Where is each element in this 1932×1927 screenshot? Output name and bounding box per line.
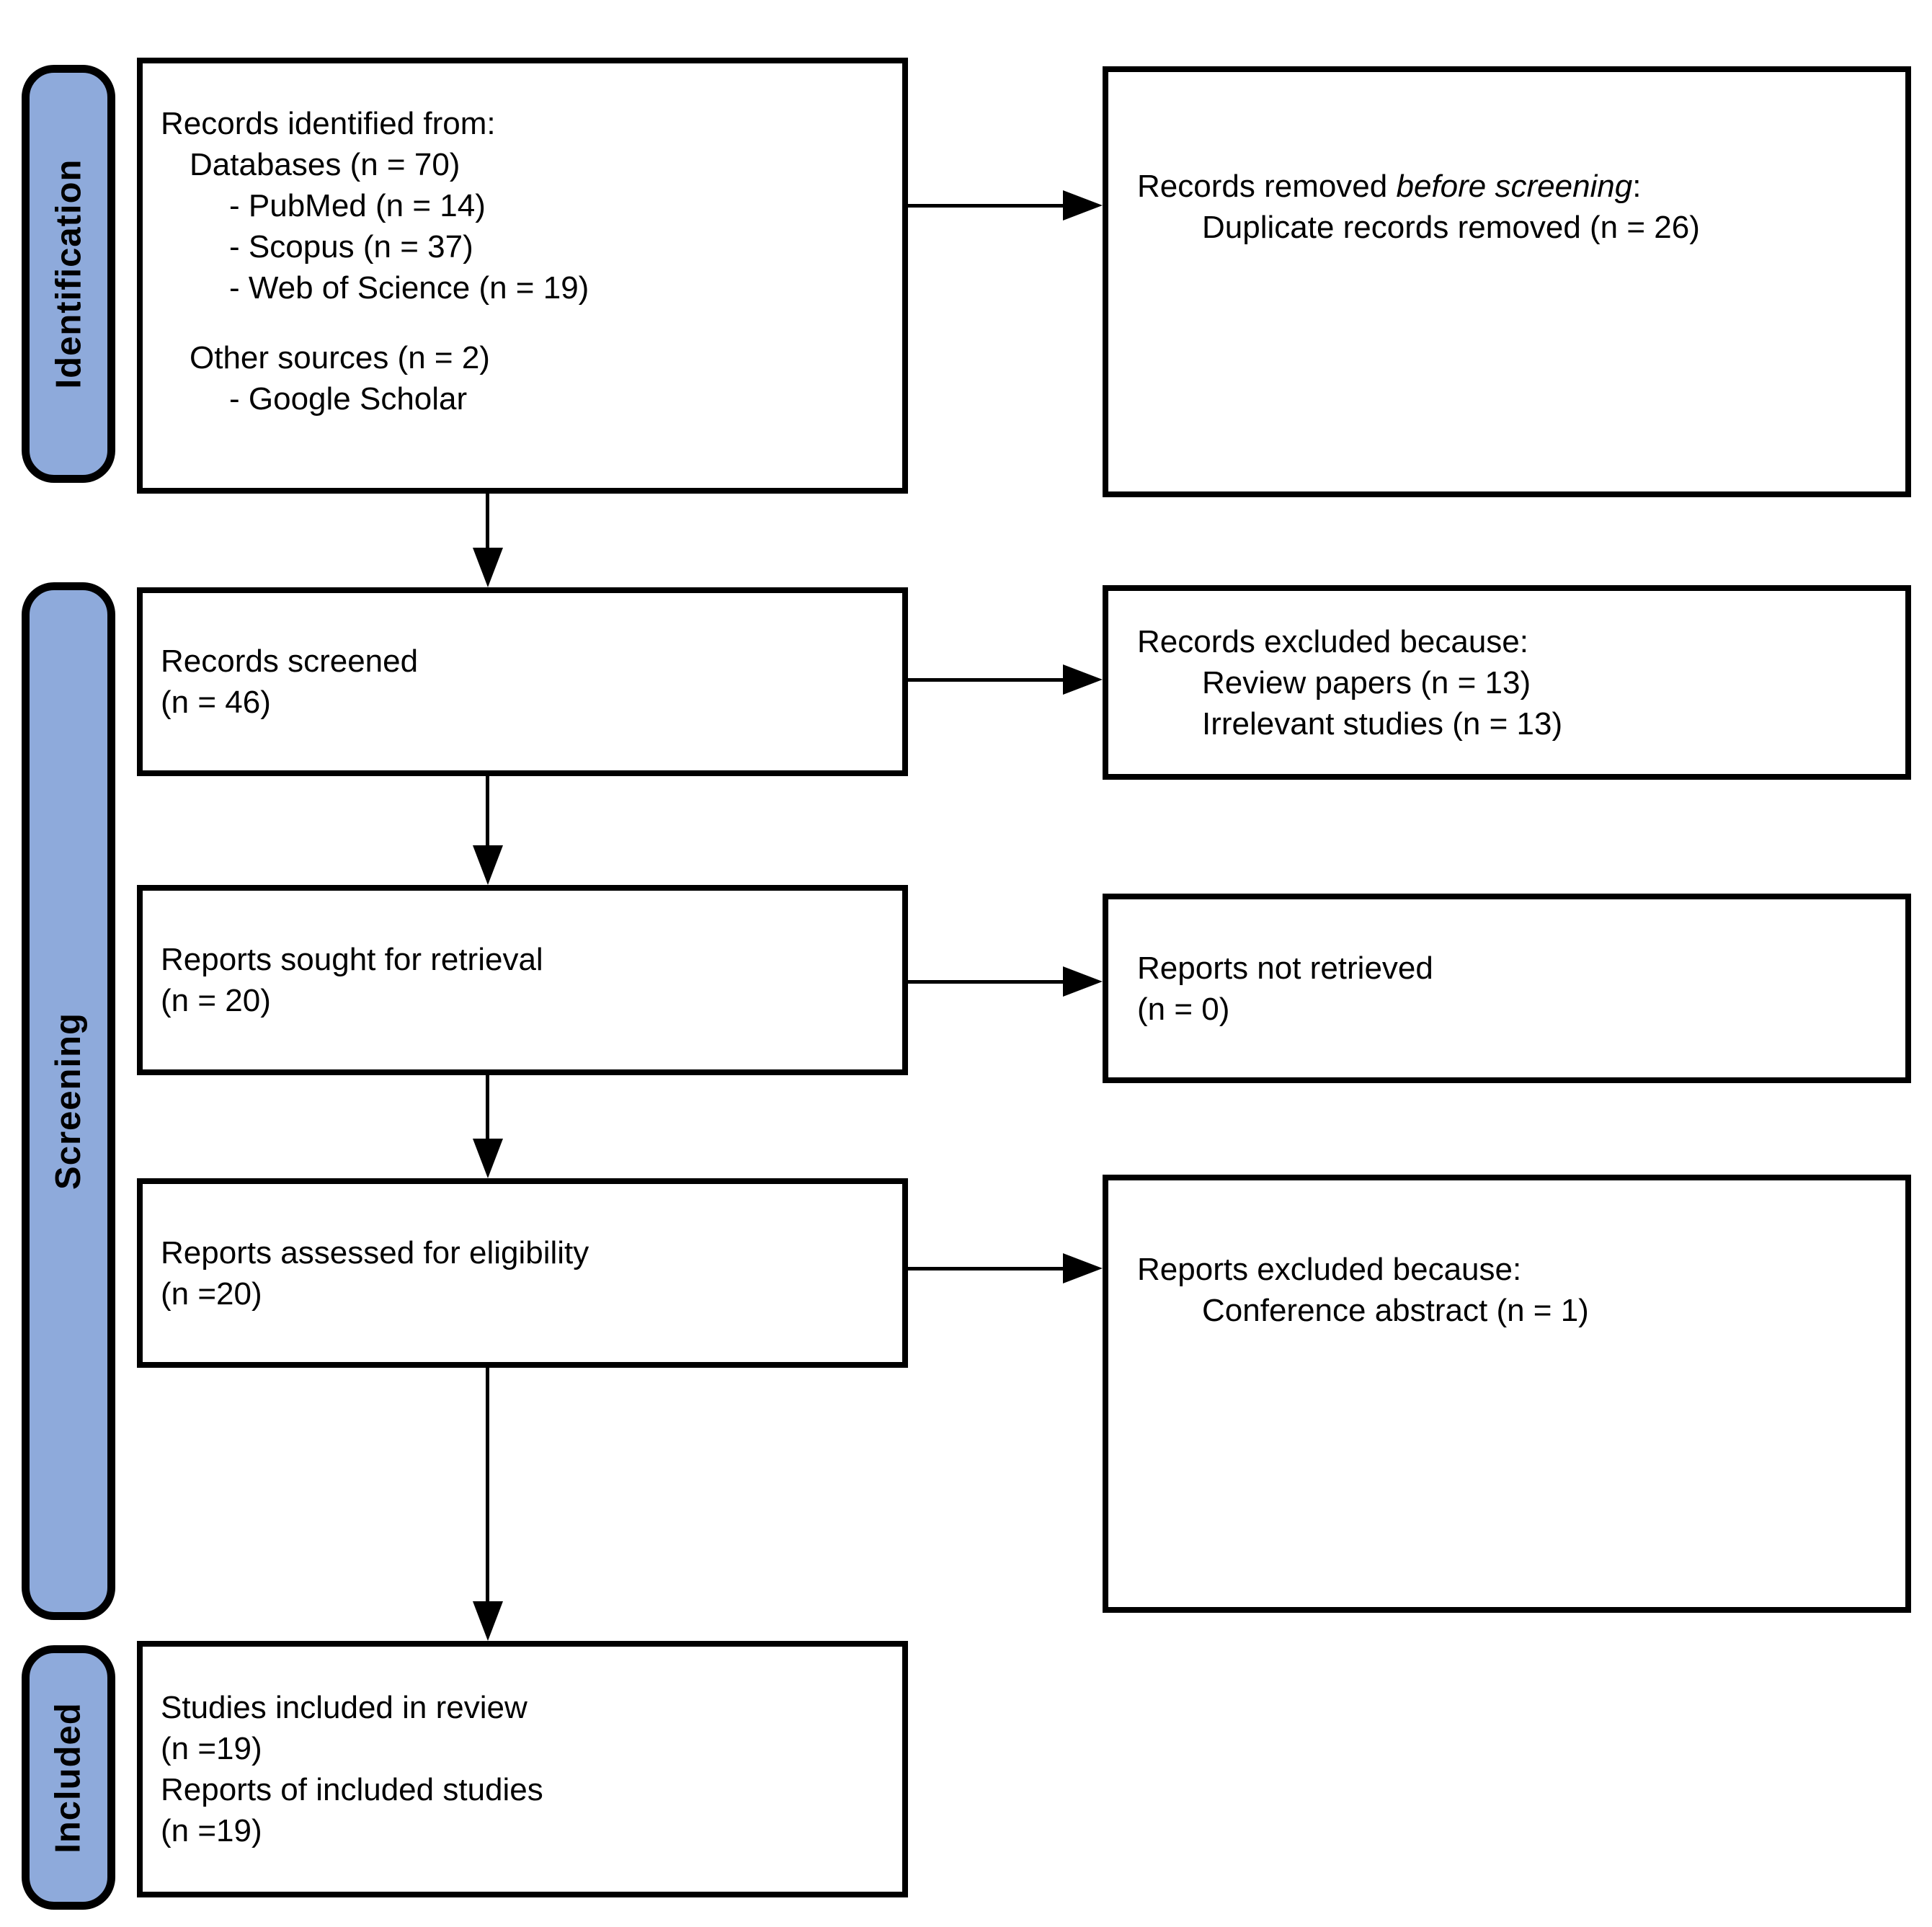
studies-included-count: (n =19) [161,1731,262,1766]
spacer [161,308,888,337]
arrow-down-line [486,776,489,848]
box-reports-not-retrieved: Reports not retrieved (n = 0) [1103,894,1911,1083]
identification-label: Identification [49,159,89,389]
reports-excluded-line: Reports excluded because: [1137,1252,1522,1287]
box-records-identified: Records identified from: Databases (n = … [137,58,908,494]
records-identified-line: - Web of Science (n = 19) [229,270,589,306]
arrow-right-line [908,678,1064,682]
records-identified-line: - PubMed (n = 14) [229,188,486,223]
studies-included-line: Reports of included studies [161,1772,543,1807]
arrow-right-icon [1063,664,1103,695]
studies-included-count: (n =19) [161,1813,262,1848]
studies-included-line: Studies included in review [161,1690,527,1725]
box-studies-included: Studies included in review (n =19) Repor… [137,1641,908,1897]
stage-label-screening: Screening [22,582,115,1620]
box-reports-assessed: Reports assessed for eligibility (n =20) [137,1178,908,1368]
arrow-right-line [908,204,1064,208]
arrow-right-icon [1063,1253,1103,1283]
reports-assessed-line: Reports assessed for eligibility [161,1234,589,1270]
reports-not-retrieved-line: Reports not retrieved [1137,950,1433,986]
arrow-down-icon [473,845,503,885]
box-records-screened: Records screened (n = 46) [137,587,908,776]
arrow-down-line [486,1368,489,1604]
arrow-right-icon [1063,966,1103,997]
included-label: Included [49,1701,88,1853]
records-removed-text: : [1632,169,1642,204]
arrow-right-icon [1063,190,1103,221]
box-reports-sought: Reports sought for retrieval (n = 20) [137,885,908,1075]
records-removed-text: Records removed [1137,169,1397,204]
reports-not-retrieved-count: (n = 0) [1137,991,1230,1027]
box-records-removed: Records removed before screening: Duplic… [1103,66,1911,497]
records-excluded-line: Review papers (n = 13) [1202,664,1531,700]
arrow-down-icon [473,548,503,587]
box-records-excluded: Records excluded because: Review papers … [1103,585,1911,780]
arrow-down-line [486,1075,489,1141]
records-excluded-line: Irrelevant studies (n = 13) [1202,706,1563,742]
reports-sought-line: Reports sought for retrieval [161,942,543,977]
arrow-right-line [908,980,1064,984]
records-screened-line: Records screened [161,644,419,679]
reports-sought-count: (n = 20) [161,983,271,1018]
arrow-down-icon [473,1139,503,1178]
arrow-down-line [486,494,489,551]
records-identified-line: Databases (n = 70) [190,147,460,182]
arrow-down-icon [473,1601,503,1641]
records-screened-count: (n = 46) [161,685,271,720]
records-removed-italic-text: before screening [1396,169,1633,204]
records-removed-line: Records removed before screening: [1137,166,1895,207]
reports-assessed-count: (n =20) [161,1276,262,1312]
box-reports-excluded: Reports excluded because: Conference abs… [1103,1175,1911,1613]
reports-excluded-line: Conference abstract (n = 1) [1202,1293,1589,1328]
records-excluded-line: Records excluded because: [1137,623,1528,659]
screening-label: Screening [49,1013,89,1190]
stage-label-identification: Identification [22,65,115,483]
records-removed-line: Duplicate records removed (n = 26) [1202,210,1700,245]
arrow-right-line [908,1267,1064,1270]
stage-label-included: Included [22,1645,115,1910]
records-identified-line: - Google Scholar [229,381,468,417]
records-identified-line: Other sources (n = 2) [190,340,490,375]
records-identified-line: - Scopus (n = 37) [229,229,473,264]
records-identified-line: Records identified from: [161,106,496,141]
